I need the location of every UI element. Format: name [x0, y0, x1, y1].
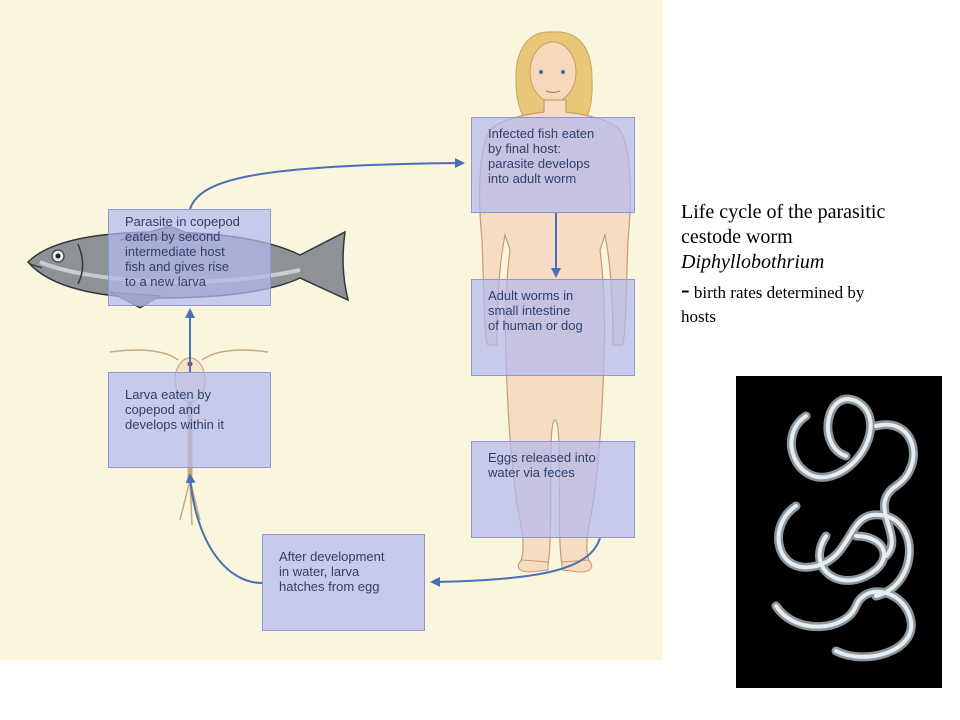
caption-title-line: Life cycle of the parasitic: [681, 201, 886, 223]
caption-subject-line: cestode worm: [681, 226, 793, 248]
caption-note: - birth rates determined by: [681, 275, 943, 305]
stage-eggs-released-box: Eggs released into water via feces: [471, 441, 635, 538]
stage-fish-eaten-box: Infected fish eaten by final host: paras…: [471, 117, 635, 213]
slide-caption: Life cycle of the parasitic cestode worm…: [681, 200, 943, 329]
caption-note-text: birth rates determined by: [693, 283, 865, 302]
caption-note-continued: hosts: [681, 307, 716, 326]
stage-larva-hatches-box: After development in water, larva hatche…: [262, 534, 425, 631]
stage-copepod-eaten-box: Parasite in copepod eaten by second inte…: [108, 209, 271, 306]
arrow-eggs-to-development: [430, 537, 601, 587]
caption-note-dash: -: [681, 275, 690, 304]
caption-genus-name: Diphyllobothrium: [681, 251, 825, 273]
tapeworm-photo: [736, 376, 942, 688]
arrow-hatch-to-copepod: [185, 473, 263, 584]
arrow-copepod-to-fish-host: [189, 158, 465, 210]
flow-arrows: [185, 158, 601, 587]
stage-adult-worms-box: Adult worms in small intestine of human …: [471, 279, 635, 376]
life-cycle-diagram: Infected fish eaten by final host: paras…: [0, 0, 663, 660]
stage-larva-eaten-box: Larva eaten by copepod and develops with…: [108, 372, 271, 468]
